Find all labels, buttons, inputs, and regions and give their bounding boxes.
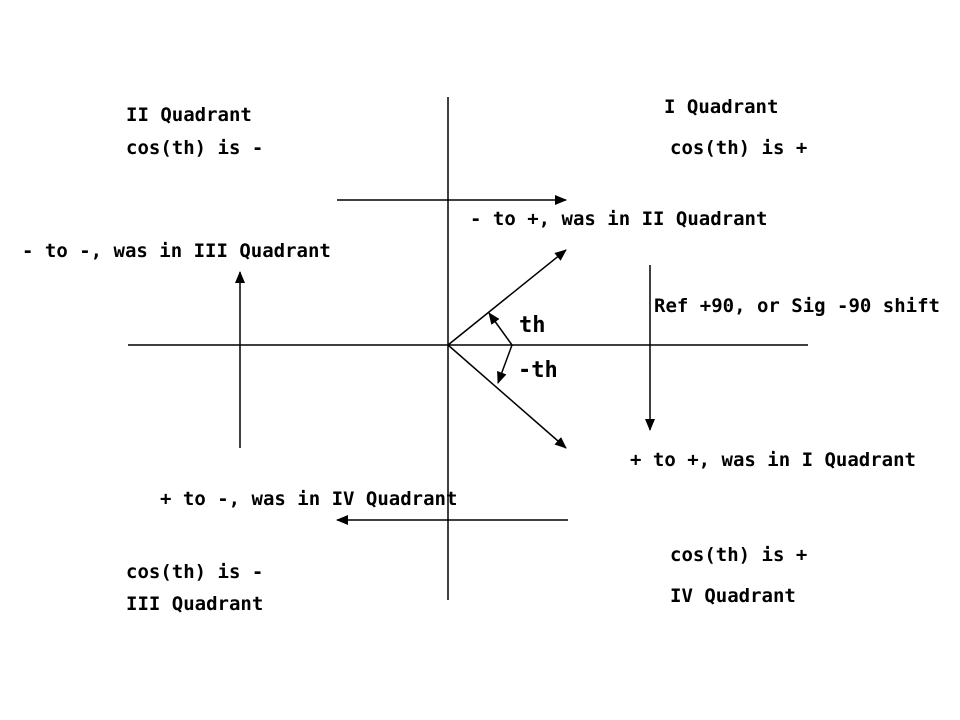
q2-title: II Quadrant (126, 104, 252, 126)
arrow-top-label: - to +, was in II Quadrant (470, 208, 767, 230)
arrow-left-label: - to -, was in III Quadrant (22, 240, 331, 262)
q2-cos-sign: cos(th) is - (126, 137, 263, 159)
angle-label-th: th (519, 313, 546, 338)
angle-arrow-minus-th (497, 344, 513, 384)
arrow-bottom-label: + to -, was in IV Quadrant (160, 488, 457, 510)
q1-cos-sign: cos(th) is + (670, 137, 807, 159)
angle-label-minus-th: -th (518, 358, 558, 383)
arrow-right-label: + to +, was in I Quadrant (630, 449, 916, 471)
vector-minus-th (447, 344, 567, 449)
vector-th (447, 249, 567, 346)
q4-cos-sign: cos(th) is + (670, 544, 807, 566)
shift-note: Ref +90, or Sig -90 shift (654, 295, 940, 317)
q1-title: I Quadrant (664, 96, 778, 118)
angle-arrow-th (488, 312, 513, 346)
q3-title: III Quadrant (126, 593, 263, 615)
q3-cos-sign: cos(th) is - (126, 561, 263, 583)
q4-title: IV Quadrant (670, 585, 796, 607)
